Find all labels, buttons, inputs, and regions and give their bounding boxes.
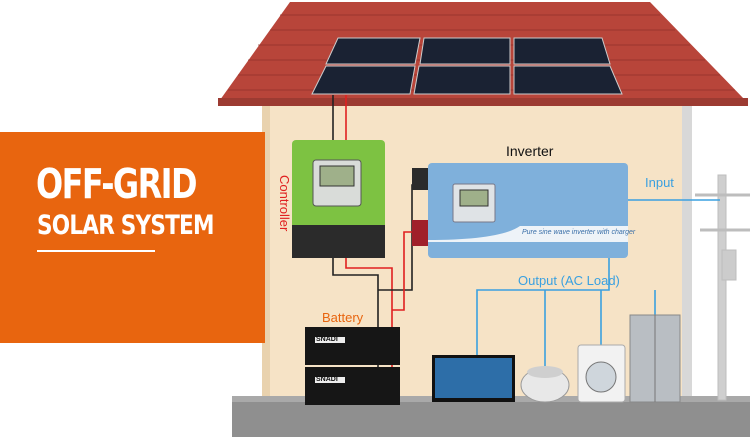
ac-wiring	[476, 199, 720, 368]
washing-machine	[577, 344, 626, 403]
inverter-caption: Pure sine wave inverter with charger	[522, 229, 636, 236]
battery-brand-top: SNADI	[316, 336, 338, 343]
house-corner	[682, 100, 692, 400]
title-banner: OFF-GRID SOLAR SYSTEM	[0, 132, 265, 343]
controller-label: Controller	[277, 175, 292, 232]
battery-label: Battery	[322, 310, 364, 325]
battery-bank	[305, 327, 400, 405]
banner-subtitle: SOLAR SYSTEM	[37, 210, 214, 241]
charge-controller	[292, 140, 385, 258]
banner-underline	[37, 250, 155, 252]
tv	[432, 355, 515, 402]
inverter	[412, 163, 628, 258]
battery-brand-bottom: SNADI	[316, 376, 338, 383]
banner-title: OFF-GRID	[36, 160, 198, 208]
utility-pole	[695, 174, 750, 401]
input-label: Input	[645, 175, 674, 190]
output-label: Output (AC Load)	[518, 273, 620, 288]
inverter-label: Inverter	[506, 143, 554, 159]
rice-cooker	[520, 366, 570, 403]
refrigerator	[629, 314, 681, 403]
solar-panels	[311, 37, 623, 95]
